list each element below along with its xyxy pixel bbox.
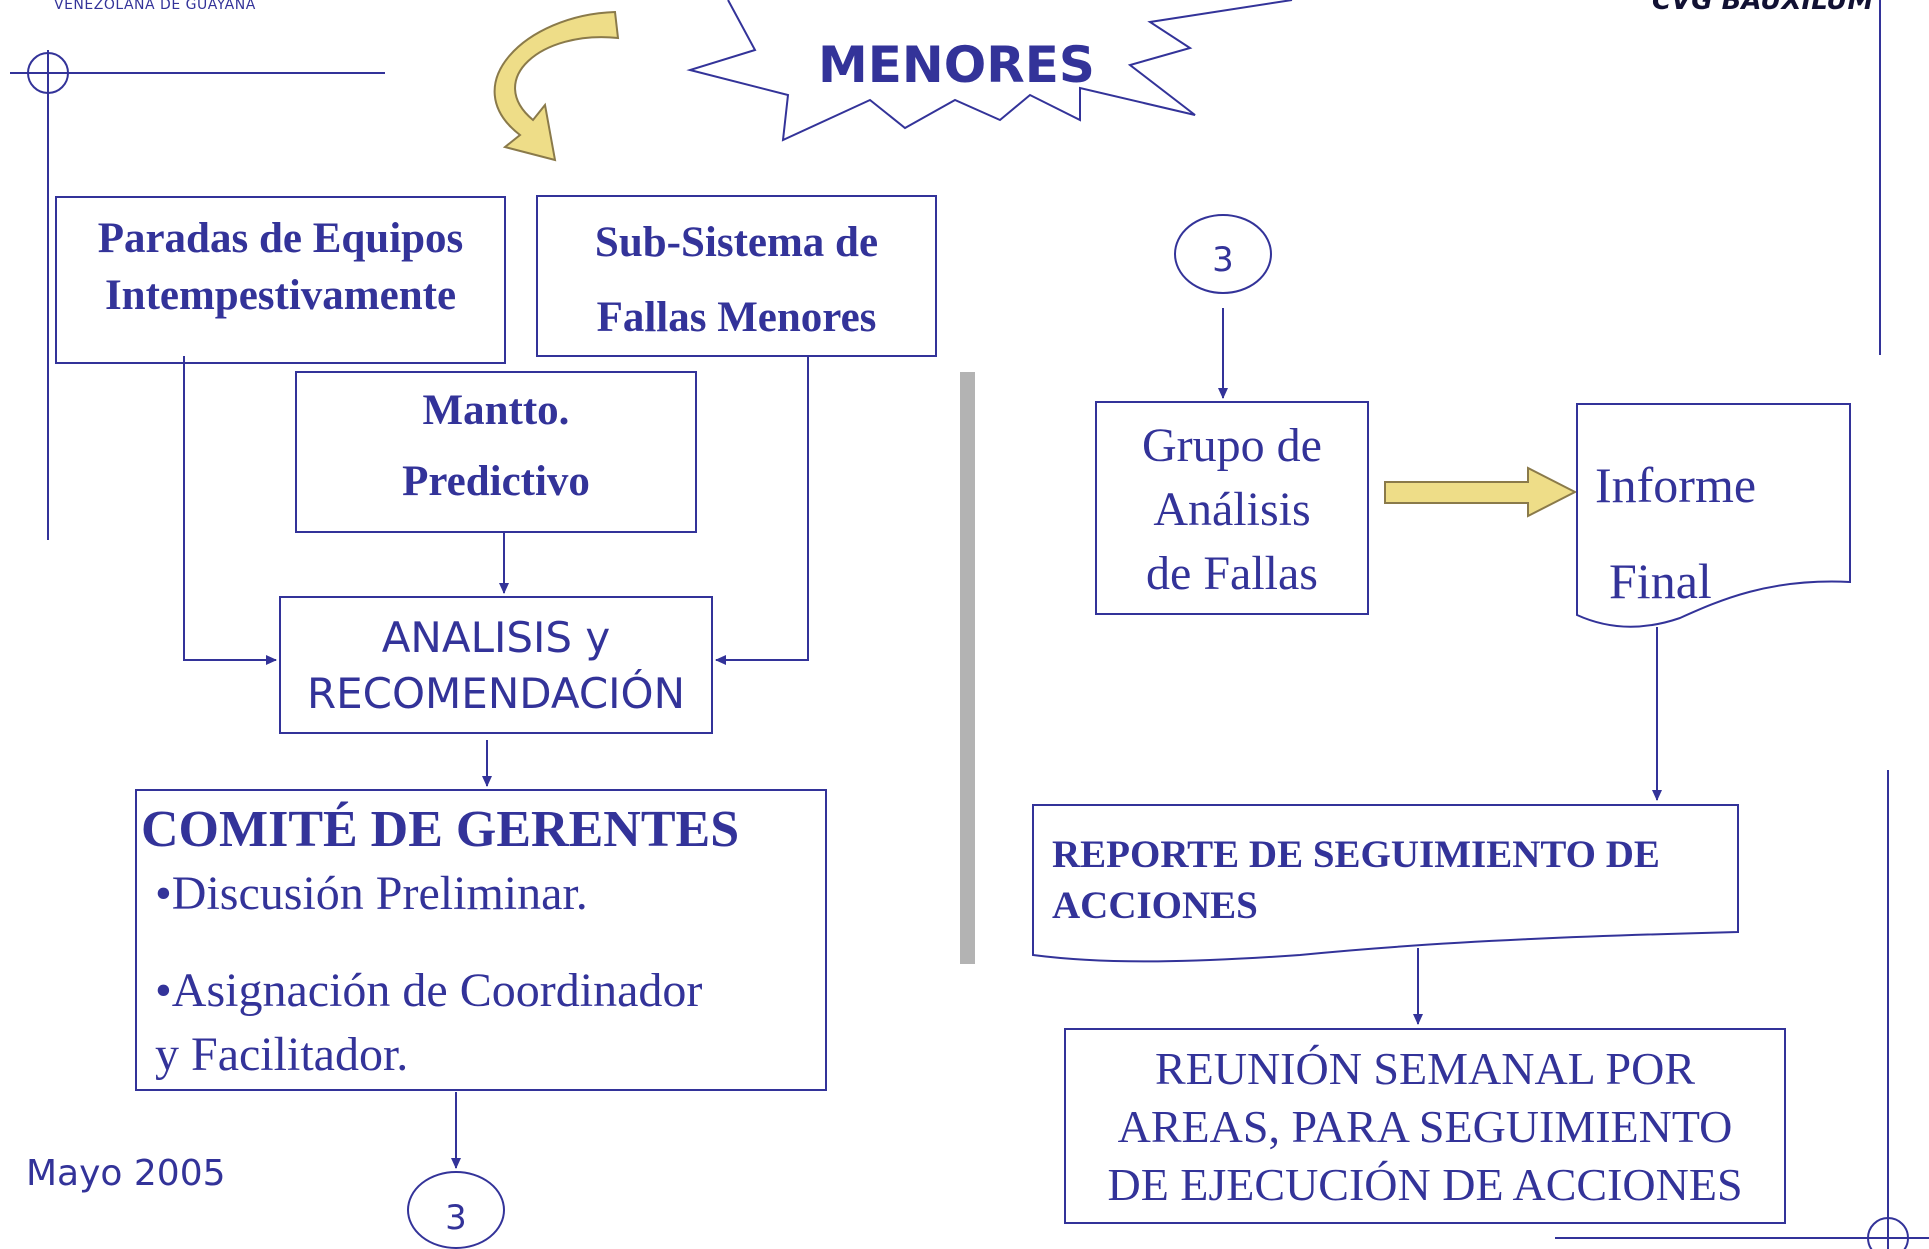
footer-date: Mayo 2005 (26, 1153, 226, 1194)
connector-3-bottom-label: 3 (445, 1198, 467, 1238)
box-subsistema (536, 195, 937, 357)
box-mantto-line2: Predictivo (402, 458, 590, 505)
box-grupo-line3: de Fallas (1146, 547, 1318, 600)
box-reunion (1064, 1028, 1786, 1224)
block-arrow-icon (1384, 466, 1578, 518)
box-grupo-text: Grupo de Análisis de Fallas (1096, 414, 1368, 606)
connector-3-top-label: 3 (1212, 240, 1234, 280)
box-mantto-text: Mantto. Predictivo (296, 375, 696, 517)
box-paradas-line1: Paradas de Equipos (97, 215, 464, 262)
box-paradas-text: Paradas de Equipos Intempestivamente (56, 210, 505, 324)
box-comite-item2-line1: •Asignación de Coordinador (155, 964, 703, 1017)
box-grupo-line2: Análisis (1153, 483, 1311, 536)
corner-crosshair-top-left (10, 50, 385, 540)
box-paradas (55, 196, 506, 364)
box-comite (135, 789, 827, 1091)
curved-arrow-icon (493, 10, 620, 162)
doc-reporte-line1: REPORTE DE SEGUIMIENTO DE (1052, 833, 1660, 876)
doc-informe-line1: Informe (1595, 457, 1757, 513)
box-analisis-text: ANALISIS y RECOMENDACIÓN (280, 610, 712, 722)
doc-informe (1576, 403, 1851, 628)
corner-crosshair-bottom-right (1555, 1217, 1929, 1249)
box-paradas-line2: Intempestivamente (104, 272, 457, 319)
starburst-shape (686, 0, 1293, 142)
box-subsistema-line2: Fallas Menores (596, 294, 877, 341)
org-line: VENEZOLANA DE GUAYANA (54, 0, 256, 13)
page-title: MENORES (818, 36, 1095, 94)
box-mantto-line1: Mantto. (422, 387, 570, 434)
connector-3-top (1174, 214, 1272, 294)
box-subsistema-text: Sub-Sistema de Fallas Menores (537, 205, 936, 355)
box-reunion-line2: AREAS, PARA SEGUIMIENTO (1117, 1101, 1733, 1152)
box-comite-item1: •Discusión Preliminar. (155, 867, 588, 920)
box-reunion-text: REUNIÓN SEMANAL POR AREAS, PARA SEGUIMIE… (1065, 1040, 1785, 1214)
doc-informe-line2: Final (1609, 553, 1712, 609)
company-logo-text: CVG BAUXILUM (1652, 0, 1874, 16)
box-analisis (279, 596, 713, 734)
box-reunion-line3: DE EJECUCIÓN DE ACCIONES (1107, 1159, 1743, 1210)
box-comite-heading: COMITÉ DE GERENTES (141, 801, 740, 858)
box-subsistema-line1: Sub-Sistema de (594, 219, 879, 266)
doc-reporte-line2: ACCIONES (1052, 884, 1258, 927)
doc-reporte (1032, 804, 1739, 963)
box-analisis-line1: ANALISIS y (381, 613, 611, 662)
box-grupo-line1: Grupo de (1142, 419, 1322, 472)
box-analisis-line2: RECOMENDACIÓN (306, 669, 686, 718)
connector-3-bottom (407, 1171, 505, 1249)
left-connectors (183, 356, 809, 1169)
center-divider (960, 372, 975, 964)
box-grupo (1095, 401, 1369, 615)
box-reunion-line1: REUNIÓN SEMANAL POR (1154, 1043, 1696, 1094)
box-comite-item2-line2: y Facilitador. (155, 1028, 409, 1081)
box-mantto (295, 371, 697, 533)
